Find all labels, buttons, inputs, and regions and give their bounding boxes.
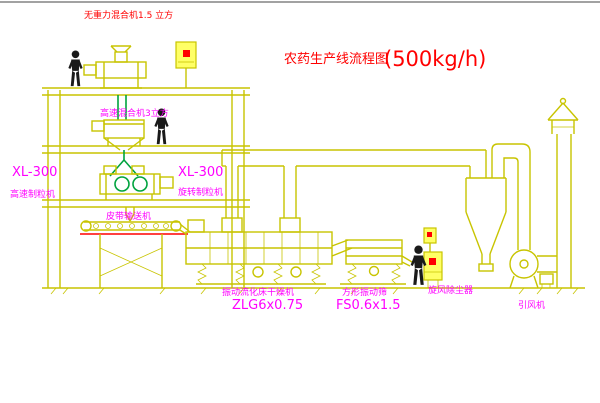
exhaust-duct	[221, 149, 487, 218]
label-sieve-name: 方形振动筛	[342, 286, 387, 298]
cyclone-dust-collector	[465, 143, 531, 272]
belt-conveyor	[80, 220, 188, 288]
building-structure	[42, 87, 250, 288]
control-cabinet-right	[423, 227, 443, 288]
control-cabinet-top	[175, 41, 197, 88]
ground-line	[42, 287, 585, 295]
label-granulator-left-model: XL-300	[12, 165, 57, 180]
exhaust-stack	[547, 97, 579, 288]
label-granulator-mid-model: XL-300	[178, 165, 223, 180]
label-top-mixer: 无重力混合机1.5 立方	[84, 9, 173, 21]
label-fan: 引风机	[518, 299, 545, 311]
y-chute	[109, 150, 139, 177]
fluid-bed-dryer	[179, 217, 333, 285]
label-sieve-model: FS0.6x1.5	[336, 298, 401, 313]
worker-figure-top	[68, 50, 83, 87]
zero-gravity-mixer	[83, 45, 147, 120]
high-speed-mixer	[91, 119, 145, 151]
label-cyclone: 旋风除尘器	[428, 284, 473, 296]
ground-hatch	[50, 287, 579, 295]
label-granulator-mid-name: 旋转制粒机	[178, 186, 223, 198]
label-dryer-model: ZLG6x0.75	[232, 298, 303, 313]
vibrating-sieve	[331, 239, 413, 285]
label-granulator-left-name: 高速制粒机	[10, 188, 55, 200]
label-belt-conveyor: 皮带输送机	[106, 210, 151, 222]
drawing-title: 农药生产线流程图	[284, 52, 388, 67]
label-second-mixer: 高速混合机3立方	[100, 107, 169, 119]
drawing-title-capacity: (500kg/h)	[384, 47, 486, 71]
label-dryer-name: 振动流化床干燥机	[222, 286, 294, 298]
granulator-xl300	[99, 165, 174, 222]
induced-draft-fan	[509, 249, 557, 289]
